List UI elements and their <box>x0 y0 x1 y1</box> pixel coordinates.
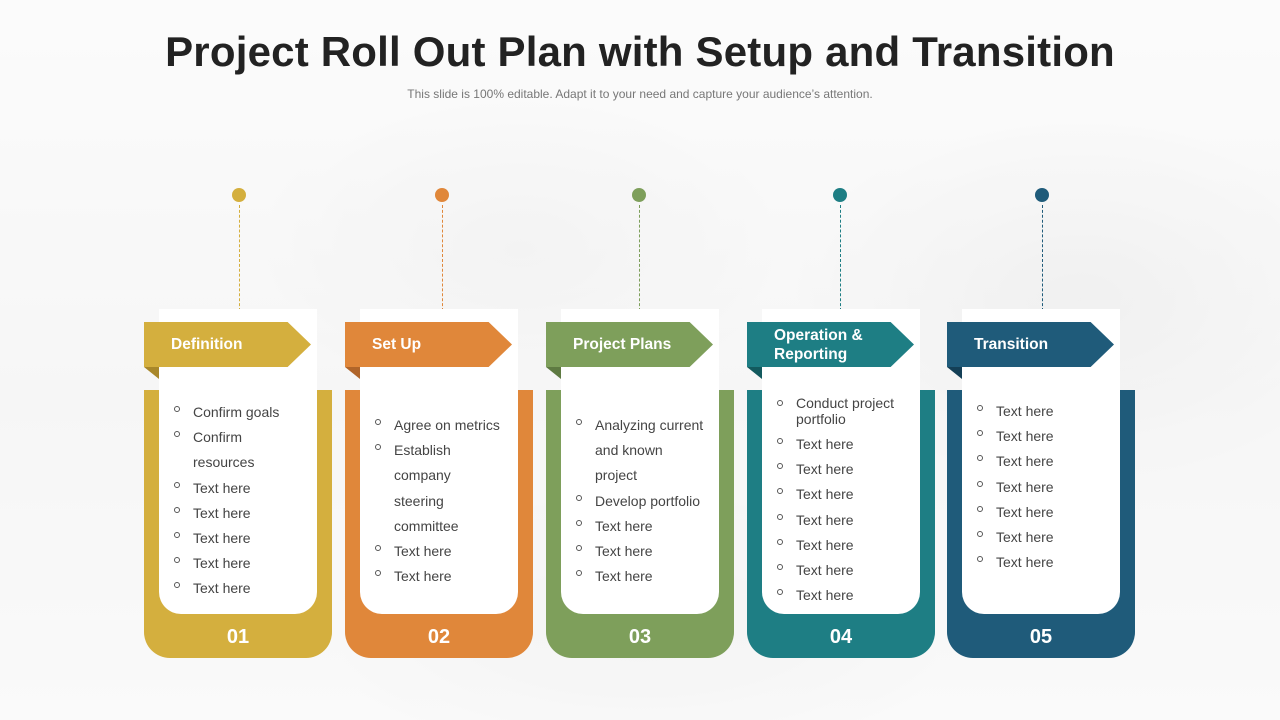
step-column-5: 05 Transition Text here Text here Text h… <box>947 0 1137 720</box>
step-column-3: 03 Project Plans Analyzing current and k… <box>546 0 736 720</box>
list-item: Text here <box>576 539 726 564</box>
timeline-connector <box>1042 205 1043 311</box>
list-item: Text here <box>576 514 726 539</box>
list-item: project <box>595 467 638 484</box>
step-number: 02 <box>427 626 451 648</box>
list-item: Conduct project portfolio <box>777 395 927 432</box>
list-item: Text here <box>977 449 1127 474</box>
timeline-connector <box>239 205 240 311</box>
page-subtitle: This slide is 100% editable. Adapt it to… <box>407 87 873 101</box>
list-item: Analyzing current <box>576 413 726 438</box>
step-column-1: 01 Definition Confirm goals Confirm reso… <box>144 0 334 720</box>
step-number: 01 <box>226 626 250 648</box>
step-label: Project Plans <box>573 336 672 353</box>
list-item: Text here <box>375 564 525 589</box>
list-item: Text here <box>977 500 1127 525</box>
list-item: Text here <box>174 526 324 551</box>
list-item: Text here <box>777 558 927 583</box>
list-item: Text here <box>174 476 324 501</box>
list-item: Text here <box>777 457 927 482</box>
list-item: Text here <box>174 576 324 601</box>
timeline-connector <box>442 205 443 311</box>
step-label: Operation & Reporting <box>774 326 863 363</box>
list-item: Text here <box>174 501 324 526</box>
list-item: Develop portfolio <box>576 489 726 514</box>
step-item-list: Conduct project portfolio Text here Text… <box>777 395 927 608</box>
step-item-list: Text here Text here Text here Text here … <box>977 399 1127 575</box>
list-item: Text here <box>977 550 1127 575</box>
step-column-2: 02 Set Up Agree on metrics Establish com… <box>345 0 535 720</box>
step-label: Definition <box>171 336 243 353</box>
step-banner: Project Plans <box>546 322 713 367</box>
banner-fold <box>947 367 962 379</box>
list-item: Confirm goals <box>174 400 324 425</box>
list-item: Text here <box>777 533 927 558</box>
list-item: Text here <box>174 551 324 576</box>
step-banner: Transition <box>947 322 1114 367</box>
list-item: Text here <box>977 475 1127 500</box>
list-item: Establish <box>375 438 525 463</box>
banner-fold <box>747 367 762 379</box>
banner-fold <box>546 367 561 379</box>
step-banner: Definition <box>144 322 311 367</box>
timeline-connector <box>840 205 841 311</box>
list-item: Text here <box>977 424 1127 449</box>
list-item: Text here <box>576 564 726 589</box>
timeline-dot <box>435 188 449 202</box>
step-number: 03 <box>628 626 652 648</box>
step-item-list: Analyzing current and known project Deve… <box>576 413 726 589</box>
list-item: Text here <box>777 432 927 457</box>
list-item: steering <box>394 492 444 509</box>
step-label: Transition <box>974 336 1049 353</box>
timeline-dot <box>632 188 646 202</box>
page-title: Project Roll Out Plan with Setup and Tra… <box>165 28 1115 75</box>
step-number: 04 <box>829 626 853 648</box>
list-item: Agree on metrics <box>375 413 525 438</box>
list-item: Text here <box>777 482 927 507</box>
list-item: Confirm <box>174 425 324 450</box>
list-item: Text here <box>977 399 1127 424</box>
step-column-4: 04 Operation & Reporting Conduct project… <box>747 0 937 720</box>
step-banner: Set Up <box>345 322 512 367</box>
list-item: company <box>394 467 451 484</box>
banner-fold <box>144 367 159 379</box>
step-item-list: Agree on metrics Establish company steer… <box>375 413 525 589</box>
banner-fold <box>345 367 360 379</box>
timeline-dot <box>232 188 246 202</box>
step-label: Set Up <box>372 336 422 353</box>
timeline-connector <box>639 205 640 311</box>
timeline-dot <box>833 188 847 202</box>
step-banner: Operation & Reporting <box>747 322 914 367</box>
list-item: Text here <box>375 539 525 564</box>
list-item: Text here <box>777 583 927 608</box>
list-item: resources <box>193 454 255 471</box>
list-item: committee <box>394 517 459 534</box>
list-item: and known <box>595 442 663 459</box>
timeline-dot <box>1035 188 1049 202</box>
list-item: Text here <box>977 525 1127 550</box>
step-item-list: Confirm goals Confirm resources Text her… <box>174 400 324 602</box>
step-number: 05 <box>1029 626 1053 648</box>
list-item: Text here <box>777 508 927 533</box>
